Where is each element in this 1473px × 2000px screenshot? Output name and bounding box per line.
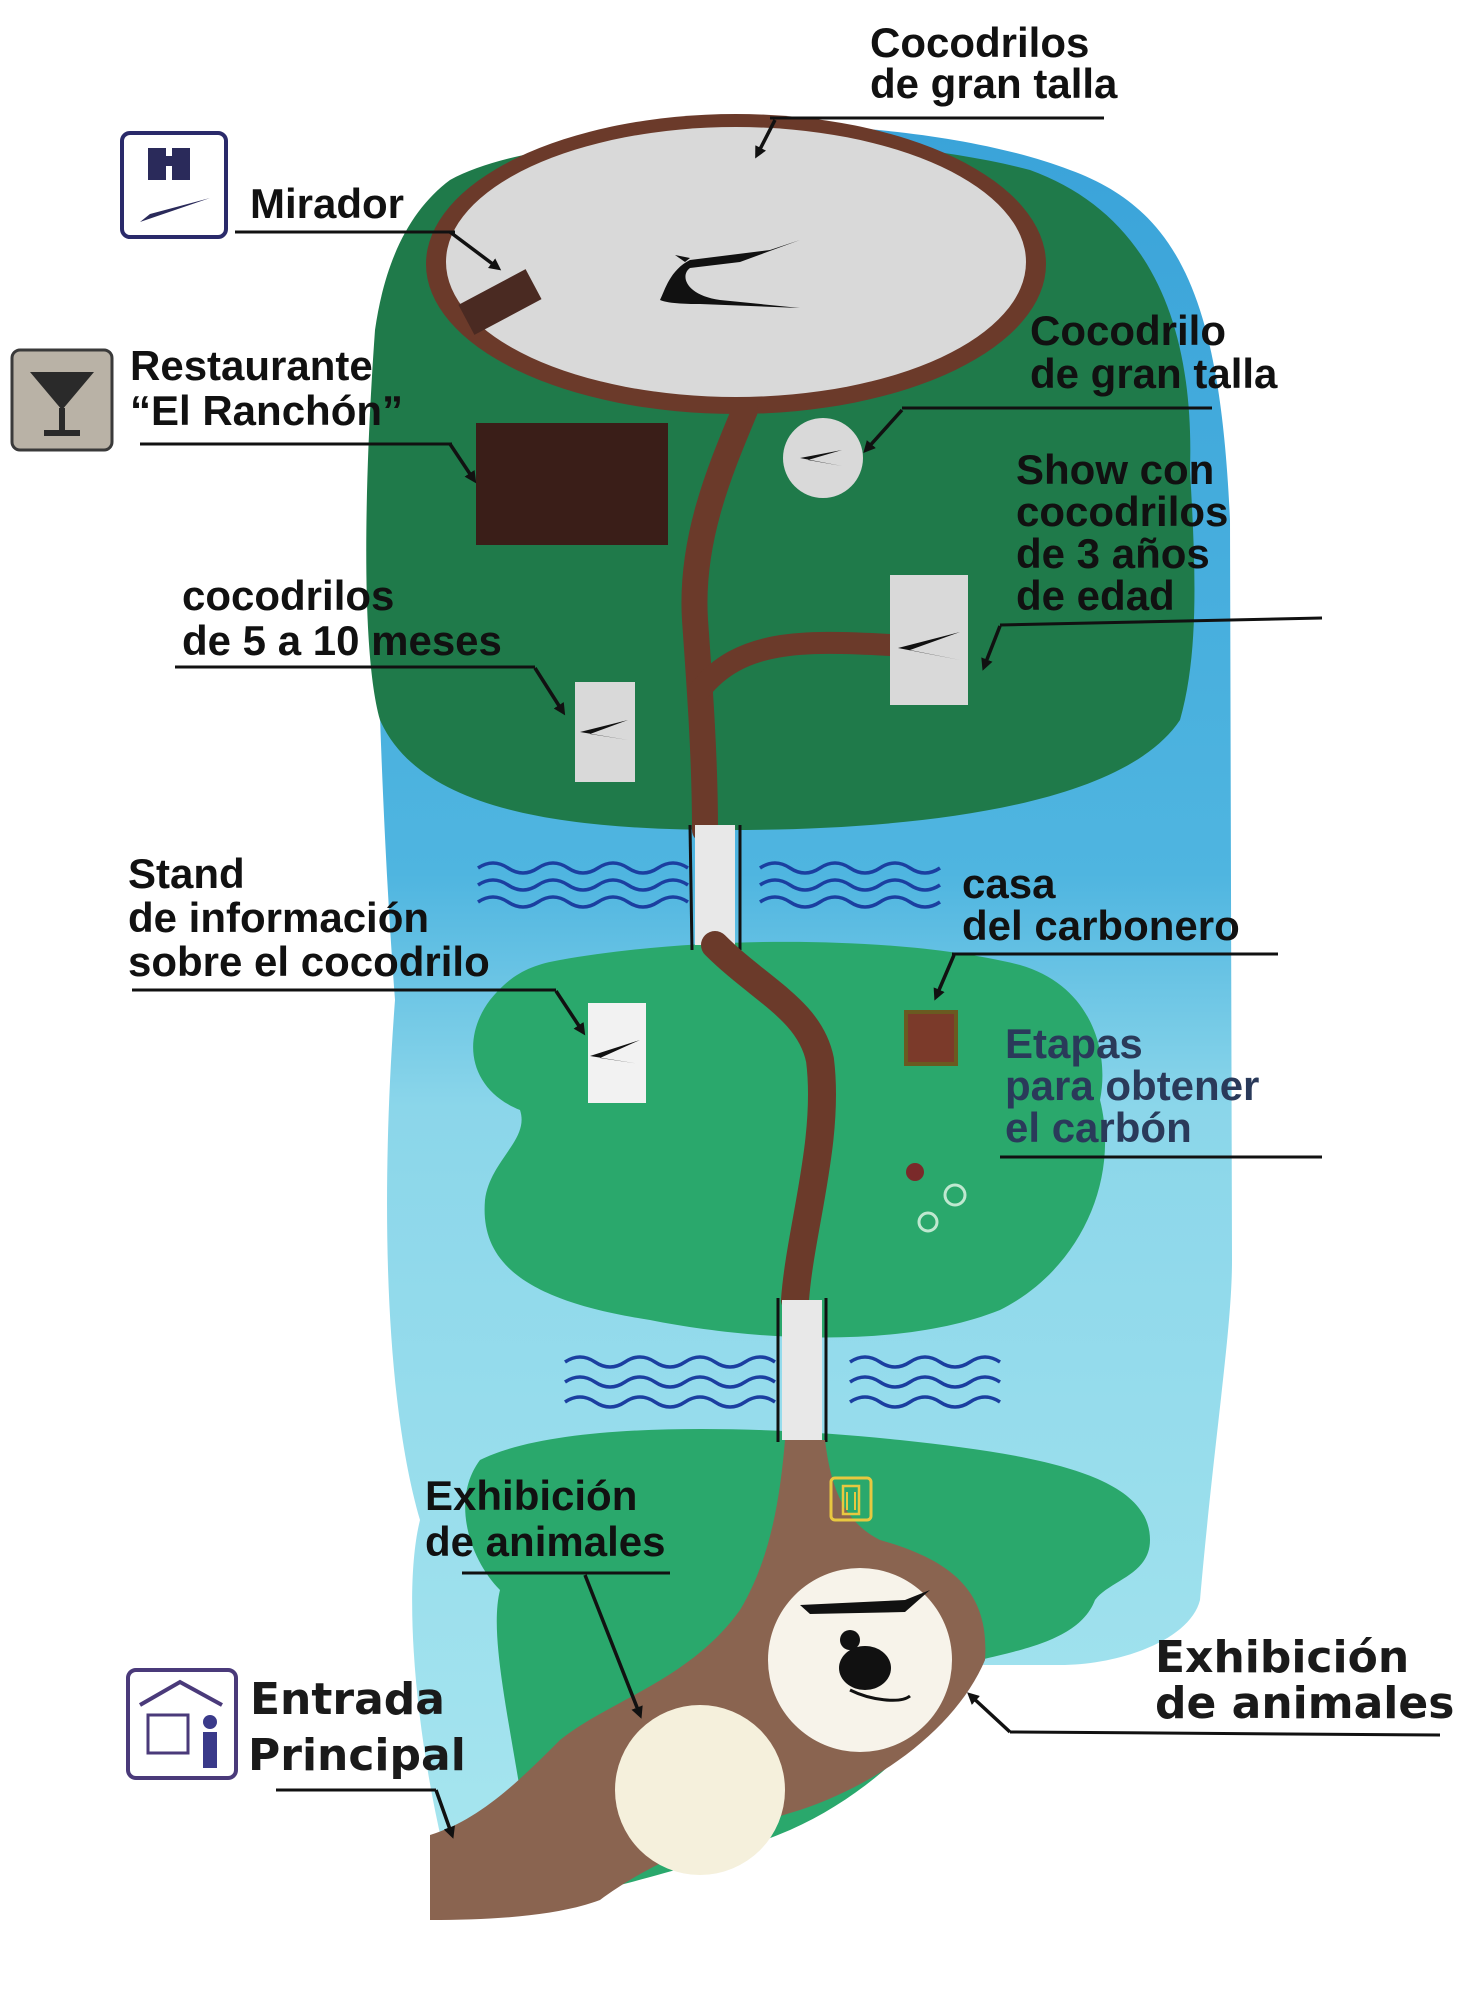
ticket-booth-icon [126,1668,238,1780]
main-path [681,397,758,843]
crocodile-icon [580,720,628,740]
label-show: Show con cocodrilos de 3 años de edad [1016,446,1240,619]
lower-path [430,1440,986,1920]
small-crocodile-pond [783,418,863,498]
crocodile-icon [898,632,960,660]
crocodile-icon [590,1040,640,1064]
rodent-icon [839,1646,891,1690]
trash-bin-icon [829,1476,873,1522]
label-etapas: Etapas para obtener el carbón [1005,1020,1271,1151]
label-exhibicion-2: Exhibición de animales [1155,1632,1454,1729]
binoculars-crocodile-icon [120,131,228,239]
label-stand: Stand de información sobre el cocodrilo [128,850,490,985]
label-cocodrilos-5-10: cocodrilos de 5 a 10 meses [182,572,502,664]
label-restaurante: Restaurante “El Ranchón” [130,342,403,434]
crocodile-icon [800,1590,930,1614]
carbonero-house [904,1010,958,1066]
bridge-upper [695,825,735,945]
cocktail-glass-icon [10,348,114,452]
label-entrada: Entrada Principal [248,1674,466,1781]
crocodile-icon [800,450,842,466]
bridge-lower [782,1300,822,1440]
pen-stand [588,1003,646,1103]
charcoal-marker [906,1163,924,1181]
restaurant-building [476,423,668,545]
crocodile-icon [660,240,800,308]
middle-path [701,931,837,1314]
branch-path [689,631,901,701]
label-exhibicion-1: Exhibición de animales [425,1472,665,1565]
mirador-structure [458,269,542,335]
label-cocodrilo-gran-talla: Cocodrilo de gran talla [1030,307,1278,397]
water-waves-lower [564,1355,1001,1409]
label-casa-carbonero: casa del carbonero [962,860,1240,949]
water-waves-upper [477,861,941,909]
label-mirador: Mirador [250,180,404,227]
exhibit-circle-lower [615,1705,785,1875]
label-cocodrilos-gran-talla: Cocodrilos de gran talla [870,19,1118,107]
